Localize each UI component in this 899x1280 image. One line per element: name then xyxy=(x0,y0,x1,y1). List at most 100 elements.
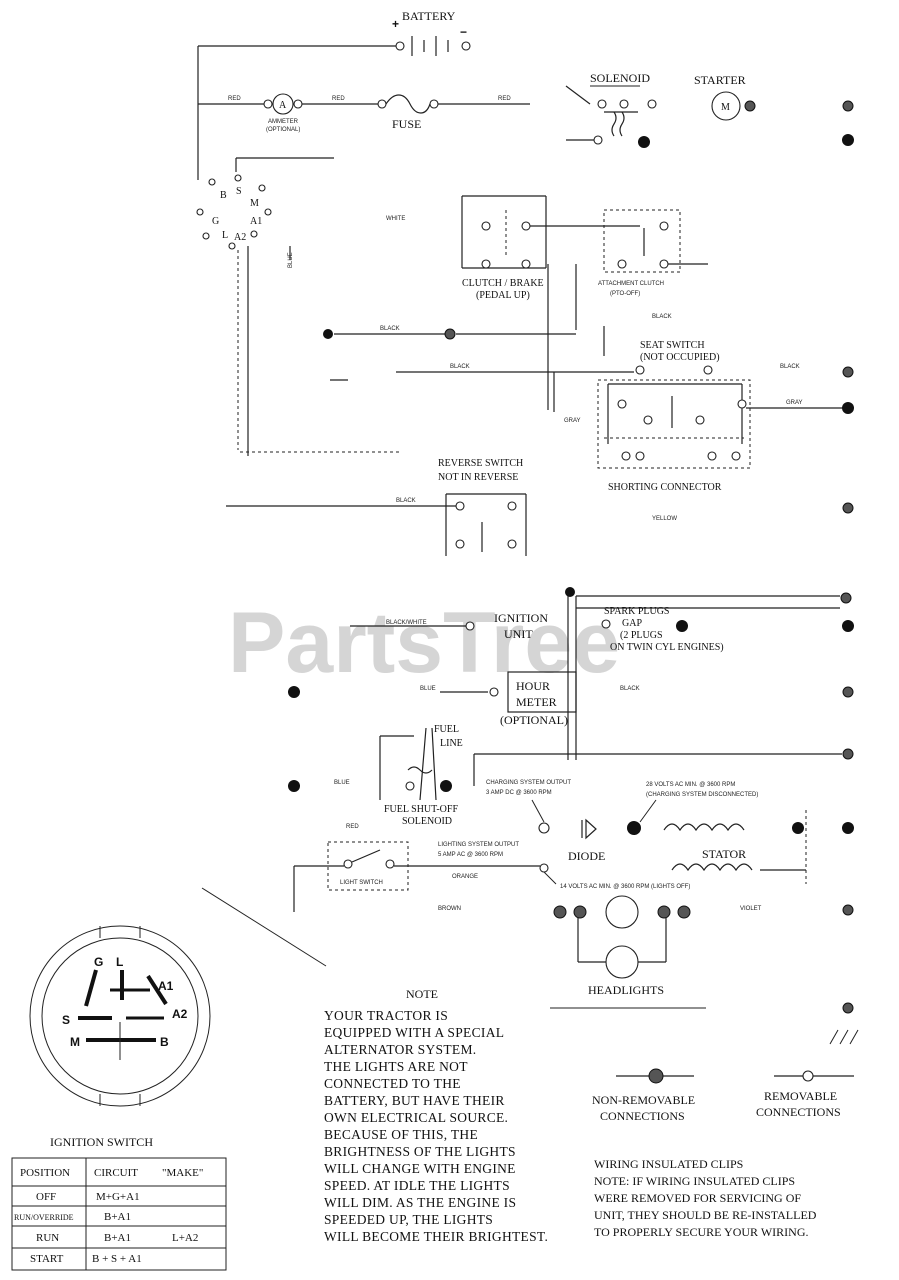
starter-label: STARTER xyxy=(694,73,746,87)
spark-plugs: SPARK PLUGS GAP (2 PLUGS ON TWIN CYL ENG… xyxy=(601,606,854,653)
clips-line-0: WIRING INSULATED CLIPS xyxy=(594,1157,743,1171)
wire-black-label-5: BLACK xyxy=(396,498,416,504)
clips-line-2: WERE REMOVED FOR SERVICING OF xyxy=(594,1191,801,1205)
table-header-position: POSITION xyxy=(20,1167,70,1179)
wire-black-label-4: BLACK xyxy=(780,364,800,370)
wire-white-label: WHITE xyxy=(386,216,405,222)
note-line-9: WILL CHANGE WITH ENGINE xyxy=(324,1161,516,1176)
watermark: PartsTree xyxy=(228,595,620,691)
note-line-7: BECAUSE OF THIS, THE xyxy=(324,1127,478,1142)
ign-term-a1: A1 xyxy=(250,216,262,227)
wire-red-label-2: RED xyxy=(332,96,345,102)
wire-orange-label: ORANGE xyxy=(452,874,478,880)
solenoid-label: SOLENOID xyxy=(590,71,650,85)
table-row-1-position: RUN/OVERRIDE xyxy=(14,1213,74,1222)
battery-positive-icon: + xyxy=(392,17,399,31)
fuse-label: FUSE xyxy=(392,117,421,131)
clutch-brake-sub-label: (PEDAL UP) xyxy=(476,290,530,301)
volts28-label-1: 28 VOLTS AC MIN. @ 3600 RPM xyxy=(646,782,735,788)
wire-gray-label-2: GRAY xyxy=(786,400,803,406)
wire-red-label: RED xyxy=(228,96,241,102)
ign-face-a1: A1 xyxy=(158,979,174,993)
ign-term-m: M xyxy=(250,198,259,209)
ignition-switch-title: IGNITION SWITCH xyxy=(50,1135,153,1149)
wire-red-label-3: RED xyxy=(498,96,511,102)
wire-brown-label: BROWN xyxy=(438,906,461,912)
wire-blue-label-2: BLUE xyxy=(420,686,436,692)
note-line-10: SPEED. AT IDLE THE LIGHTS xyxy=(324,1178,510,1193)
wire-yellow-label: YELLOW xyxy=(652,516,677,522)
seat-switch-label: SEAT SWITCH xyxy=(640,340,705,351)
wire-red-label-4: RED xyxy=(346,824,359,830)
light-switch-label: LIGHT SWITCH xyxy=(340,880,383,886)
volts28-label-2: (CHARGING SYSTEM DISCONNECTED) xyxy=(646,792,758,798)
starter-motor-symbol: M xyxy=(721,102,730,113)
shorting-connector: SHORTING CONNECTOR YELLOW xyxy=(597,379,854,522)
ign-term-a2: A2 xyxy=(234,232,246,243)
wire-blue-label-3: BLUE xyxy=(334,780,350,786)
table-row-1-circuit: B+A1 xyxy=(104,1211,131,1223)
note-line-1: EQUIPPED WITH A SPECIAL xyxy=(324,1025,504,1040)
ign-face-l: L xyxy=(116,955,123,969)
table-row-3-circuit: B + S + A1 xyxy=(92,1253,142,1265)
table-row-2-circuit: B+A1 xyxy=(104,1232,131,1244)
clips-line-1: NOTE: IF WIRING INSULATED CLIPS xyxy=(594,1174,795,1188)
reverse-switch-sub-label: NOT IN REVERSE xyxy=(438,472,518,483)
ammeter: RED A AMMETER (OPTIONAL) RED xyxy=(197,82,378,180)
attachment-clutch-sub-label: (PTO-OFF) xyxy=(610,291,640,297)
shorting-connector-label: SHORTING CONNECTOR xyxy=(608,482,722,493)
lighting-output-label-2: 5 AMP AC @ 3600 RPM xyxy=(438,852,503,858)
note-line-0: YOUR TRACTOR IS xyxy=(324,1008,448,1023)
reverse-switch-label: REVERSE SWITCH xyxy=(438,458,523,469)
ign-term-g: G xyxy=(212,216,219,227)
hour-meter-label-3: (OPTIONAL) xyxy=(500,713,568,727)
note-line-2: ALTERNATOR SYSTEM. xyxy=(324,1042,476,1057)
seat-switch: SEAT SWITCH (NOT OCCUPIED) GRAY BLACK xyxy=(603,326,854,444)
attachment-clutch-switch: ATTACHMENT CLUTCH (PTO-OFF) BLACK xyxy=(598,209,708,320)
ign-face-a2: A2 xyxy=(172,1007,188,1021)
hour-meter-label-2: METER xyxy=(516,695,557,709)
legend-removable-l2: CONNECTIONS xyxy=(756,1105,841,1119)
fuse: FUSE RED xyxy=(377,94,530,131)
headlights: HEADLIGHTS xyxy=(550,895,706,1009)
table-row-0-position: OFF xyxy=(36,1191,56,1203)
fuel-solenoid-label-1: FUEL SHUT-OFF xyxy=(384,804,458,815)
ammeter-label: AMMETER xyxy=(268,119,299,125)
note-line-12: SPEEDED UP, THE LIGHTS xyxy=(324,1212,493,1227)
battery-label: BATTERY xyxy=(402,9,456,23)
clips-line-4: TO PROPERLY SECURE YOUR WIRING. xyxy=(594,1225,808,1239)
ignition-switch-terminals: B S M G L A1 A2 BLUE xyxy=(196,157,334,456)
clips-line-3: UNIT, THEY SHOULD BE RE-INSTALLED xyxy=(594,1208,817,1222)
ignition-unit: BLACK/WHITE IGNITION UNIT xyxy=(350,587,852,760)
ign-term-b: B xyxy=(220,190,227,201)
note-line-8: BRIGHTNESS OF THE LIGHTS xyxy=(324,1144,516,1159)
attachment-clutch-label: ATTACHMENT CLUTCH xyxy=(598,281,664,287)
hour-meter-label-1: HOUR xyxy=(516,679,550,693)
starter: STARTER M xyxy=(694,73,854,146)
legend-removable-l1: REMOVABLE xyxy=(764,1089,837,1103)
clutch-brake-label: CLUTCH / BRAKE xyxy=(462,278,544,289)
legend-non-removable-l2: CONNECTIONS xyxy=(600,1109,685,1123)
table-row-2-position: RUN xyxy=(36,1232,59,1244)
wire-violet-label: VIOLET xyxy=(740,906,762,912)
ammeter-symbol: A xyxy=(279,100,287,111)
table-row-3-position: START xyxy=(30,1253,64,1265)
lighting-output-label-1: LIGHTING SYSTEM OUTPUT xyxy=(438,842,519,848)
note-line-4: CONNECTED TO THE xyxy=(324,1076,461,1091)
ign-term-s: S xyxy=(236,186,242,197)
diode-label: DIODE xyxy=(568,849,605,863)
spark-plugs-label-1: SPARK PLUGS xyxy=(604,606,670,617)
wire-blue-label: BLUE xyxy=(288,252,294,268)
note-title: NOTE xyxy=(406,987,438,1001)
clips-note: WIRING INSULATED CLIPS NOTE: IF WIRING I… xyxy=(594,1157,817,1239)
charging-system: CHARGING SYSTEM OUTPUT 3 AMP DC @ 3600 R… xyxy=(486,780,854,884)
ign-face-m: M xyxy=(70,1035,80,1049)
spark-plugs-label-3: (2 PLUGS xyxy=(620,630,663,641)
wire-black-label-6: BLACK xyxy=(620,686,640,692)
battery-negative-icon: − xyxy=(460,25,467,39)
table-header-make: "MAKE" xyxy=(162,1167,203,1179)
note-line-3: THE LIGHTS ARE NOT xyxy=(324,1059,468,1074)
charging-output-label-1: CHARGING SYSTEM OUTPUT xyxy=(486,780,571,786)
ignition-unit-label-2: UNIT xyxy=(504,627,533,641)
fuel-line-label-2: LINE xyxy=(440,738,463,749)
